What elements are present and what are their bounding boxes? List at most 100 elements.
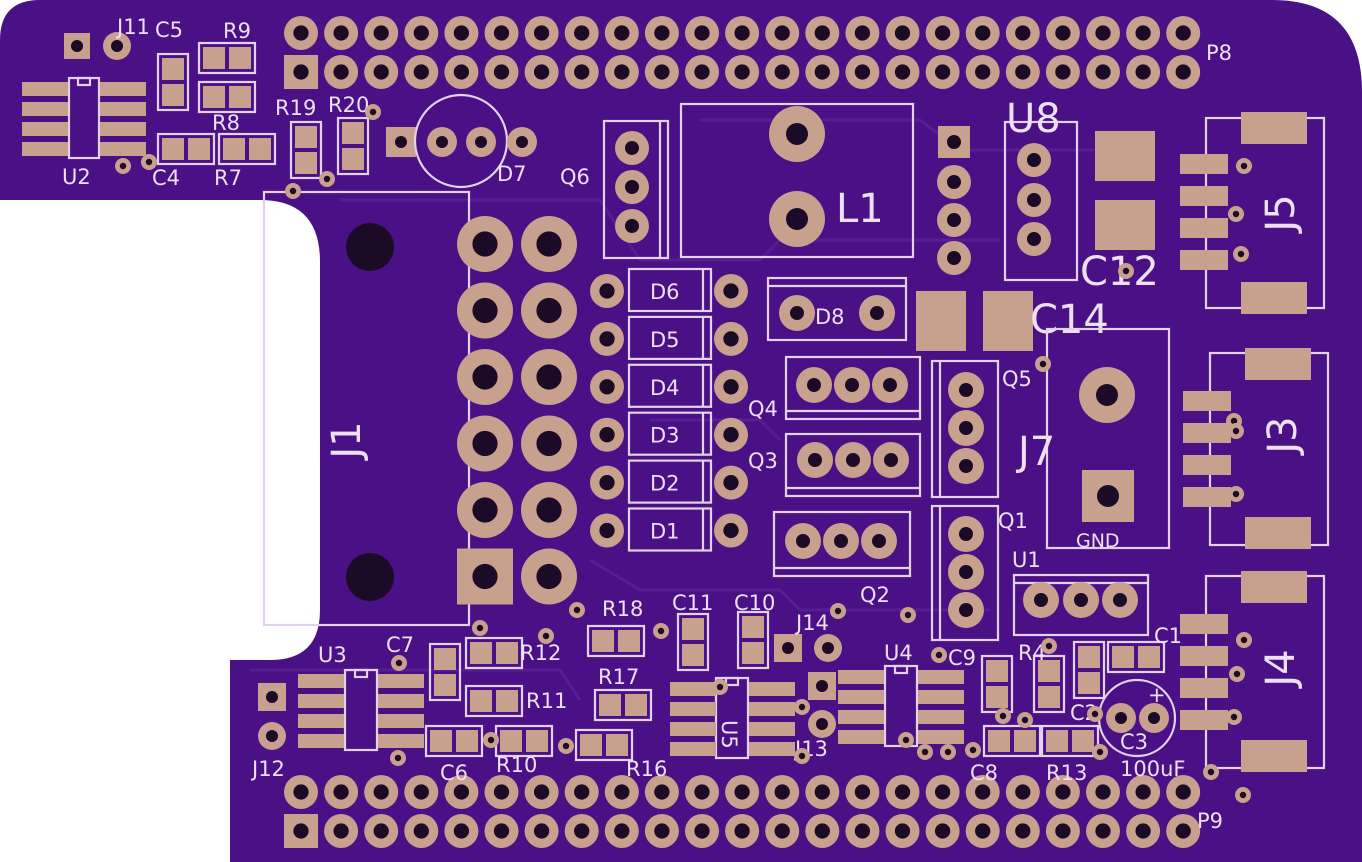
p9-pin-drill — [373, 823, 389, 839]
transistor-q1: Q1 — [930, 504, 1028, 642]
p9-pin-drill — [1095, 784, 1111, 800]
c3-label: C3 — [1120, 730, 1148, 754]
diode-d8: D8 — [766, 276, 908, 342]
resistor-r18: R18 — [586, 597, 646, 658]
p8-pin-drill — [413, 64, 429, 80]
diode-body — [627, 315, 713, 360]
p8-pin-drill — [774, 64, 790, 80]
diode-body — [627, 411, 713, 456]
connector-j3: J3 — [1183, 348, 1330, 549]
via-drill — [1239, 791, 1247, 799]
diode-pin-drill — [723, 522, 739, 539]
p9-pin-drill — [1055, 784, 1071, 800]
via-drill — [1230, 417, 1238, 425]
via-drill — [487, 736, 495, 744]
j1-pad-drill — [536, 563, 562, 590]
r10-label: R10 — [496, 753, 537, 777]
via-drill — [562, 742, 570, 750]
p8-pin-drill — [774, 25, 790, 41]
p8-pin-drill — [533, 25, 550, 41]
q1-label: Q1 — [998, 509, 1028, 533]
diode-pin-drill — [599, 331, 615, 347]
p8-pin-drill — [373, 64, 389, 80]
diode-pin-drill — [723, 283, 739, 299]
vias — [115, 104, 1252, 803]
c14-label: C14 — [1030, 297, 1109, 343]
p9-pin-drill — [493, 823, 510, 839]
via-drill — [921, 748, 929, 756]
p9-pin-drill — [894, 784, 911, 800]
p9-pin-drill — [774, 823, 790, 839]
resistor-r10: R10 — [494, 724, 554, 777]
resistor-r9: R9 — [197, 19, 257, 75]
capacitor-c11: C11 — [672, 591, 713, 672]
p8-pin-drill — [533, 64, 550, 80]
diode-label: D4 — [650, 376, 680, 400]
diode-pin-drill — [723, 474, 739, 491]
p9-pin-drill — [854, 823, 871, 839]
p8-pin-drill — [333, 25, 349, 41]
via-drill — [289, 187, 297, 195]
p9-pin-drill — [934, 823, 951, 839]
j1-pad-drill — [536, 497, 562, 523]
p8-pin-drill — [574, 64, 590, 80]
diode-pin-drill — [723, 331, 739, 347]
p8-pin-drill — [975, 64, 991, 80]
p9-pin-drill — [453, 784, 470, 800]
header-j14: J14 — [774, 611, 842, 662]
via-drill — [542, 632, 550, 640]
j12-label: J12 — [250, 757, 285, 781]
j1-pad-drill — [472, 364, 498, 390]
capacitor-c4: C4 — [152, 132, 216, 190]
capacitor-c10: C10 — [734, 591, 775, 670]
header-p8 — [284, 16, 1201, 89]
j1-pad-drill — [536, 231, 562, 257]
r12-label: R12 — [520, 641, 561, 665]
transistor-q5: Q5 — [930, 359, 1032, 499]
p8-pin-drill — [694, 25, 710, 41]
p9-pin-drill — [975, 823, 991, 839]
connector-j5: J5 — [1180, 112, 1326, 314]
p8-pin-drill — [453, 64, 470, 80]
p8-pin-drill — [1015, 25, 1031, 41]
via-drill — [1091, 710, 1099, 718]
j1-pad-drill — [536, 430, 562, 457]
p9-pin-drill — [574, 784, 590, 800]
p8-pin-drill — [333, 64, 349, 80]
resistor-r12: R12 — [464, 636, 561, 670]
r8-label: R8 — [212, 111, 240, 135]
via-drill — [1096, 748, 1104, 756]
diode-body — [627, 267, 713, 313]
via-drill — [798, 752, 806, 760]
j1-pad-drill — [536, 364, 562, 390]
diode-pin-drill — [599, 379, 615, 395]
diode-body — [627, 363, 713, 408]
q4-label: Q4 — [748, 397, 778, 421]
p8-pin-drill — [734, 25, 750, 41]
p8-pin-drill — [614, 64, 630, 80]
capacitor-c5: C5 — [155, 18, 190, 112]
p8-pin-drill — [814, 64, 830, 80]
resistor-r8: R8 — [197, 80, 257, 135]
p8-pin-drill — [854, 64, 871, 80]
p8-pin-drill — [934, 64, 951, 80]
via-drill — [1232, 210, 1240, 218]
u8-label: U8 — [1006, 96, 1061, 142]
p9-pin-drill — [814, 823, 830, 839]
via-drill — [1240, 636, 1248, 644]
q5-label: Q5 — [1002, 367, 1032, 391]
j5-label: J5 — [1258, 194, 1304, 234]
d7-label: D7 — [497, 162, 527, 186]
p9-pin-drill — [373, 784, 389, 800]
p8-pin-drill — [854, 25, 871, 41]
q2-label: Q2 — [860, 583, 890, 607]
p9-pin-drill — [694, 784, 710, 800]
c7-label: C7 — [386, 633, 414, 657]
p8-pin-drill — [1055, 64, 1071, 80]
via-drill — [1230, 713, 1238, 721]
c3-polarity-mark: + — [1148, 683, 1166, 707]
p9-pin-drill — [293, 823, 309, 839]
p8-pin-drill — [1015, 64, 1031, 80]
diode-pin-drill — [599, 474, 615, 491]
